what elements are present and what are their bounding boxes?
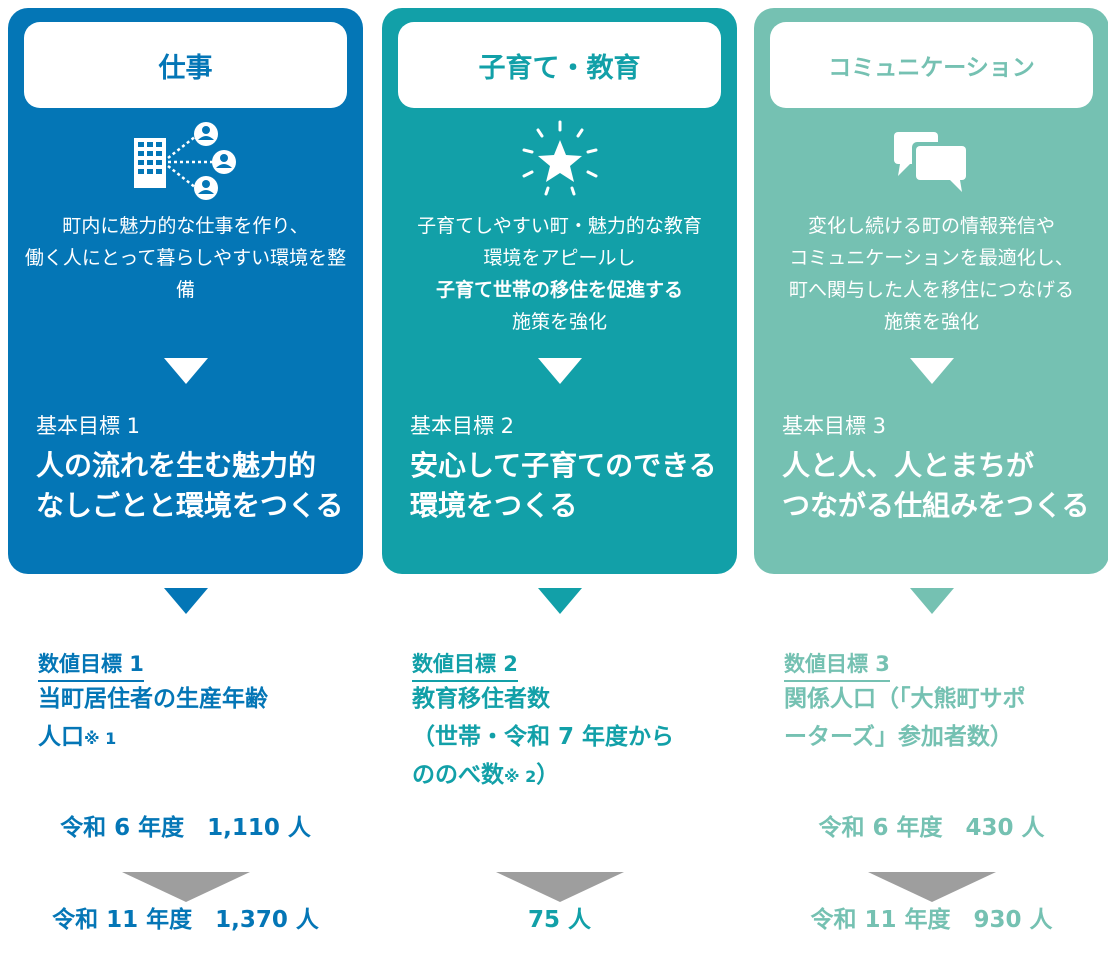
- category-description: 子育てしやすい町・魅力的な教育 環境をアピールし 子育て世帯の移住を促進する 施…: [390, 210, 729, 338]
- basic-goal-label: 基本目標 1: [36, 414, 141, 438]
- goal-title-line: 人と人、人とまちが: [782, 449, 1035, 482]
- basic-goal-label: 基本目標 2: [410, 414, 515, 438]
- basic-goal-label: 基本目標 3: [782, 414, 887, 438]
- numeric-goal-title: 教育移住者数 （世帯・令和 7 年度から ののべ数※ 2）: [412, 680, 732, 796]
- footnote-mark: ※ 2: [504, 767, 537, 786]
- description-line: 変化し続ける町の情報発信や: [807, 215, 1055, 237]
- basic-goal-title: 人と人、人とまちが つながる仕組みをつくる: [782, 446, 1102, 526]
- numeric-title-line: 関係人口（「大熊町サポ: [784, 686, 1026, 712]
- goal-title-line: なしごとと環境をつくる: [36, 489, 344, 522]
- description-line: 環境をアピールし: [483, 247, 636, 269]
- current-value: 令和 6 年度 1,110 人: [60, 815, 311, 841]
- down-arrow-icon: [496, 872, 624, 902]
- description-line: 町内に魅力的な仕事を作り、: [62, 215, 309, 237]
- description-line: コミュニケーションを最適化し、: [789, 247, 1074, 269]
- category-card: コミュニケーション 変化し続ける町の情報発信や コミュニケーションを最適化し、 …: [754, 8, 1108, 574]
- down-arrow-icon: [164, 358, 208, 384]
- target-value: 令和 11 年度 1,370 人: [52, 907, 319, 933]
- down-arrow-icon: [910, 358, 954, 384]
- building-network-icon: [8, 120, 363, 202]
- description-line: 備: [175, 279, 195, 301]
- category-description: 変化し続ける町の情報発信や コミュニケーションを最適化し、 町へ関与した人を移住…: [762, 210, 1101, 338]
- category-tab: 仕事: [24, 22, 347, 108]
- target-value: 75 人: [527, 907, 591, 933]
- numeric-goal-label: 数値目標 2: [412, 648, 518, 682]
- numeric-goal-label: 数値目標 1: [38, 648, 144, 682]
- sparkle-star-icon: [382, 120, 737, 202]
- down-arrow-icon: [164, 588, 208, 614]
- goal-title-line: 環境をつくる: [410, 489, 578, 522]
- down-arrow-icon: [910, 588, 954, 614]
- down-arrow-icon: [868, 872, 996, 902]
- description-line: 施策を強化: [511, 311, 607, 333]
- numeric-title-line: 人口: [38, 724, 84, 750]
- numeric-title-line: 当町居住者の生産年齢: [38, 686, 268, 712]
- basic-goal-title: 人の流れを生む魅力的 なしごとと環境をつくる: [36, 446, 356, 526]
- numeric-title-line: ーターズ」参加者数）: [784, 724, 1013, 750]
- description-line: 子育てしやすい町・魅力的な教育: [417, 215, 702, 237]
- category-card: 子育て・教育 子育てしやすい町・魅力的: [382, 8, 737, 574]
- basic-goal-title: 安心して子育てのできる 環境をつくる: [410, 446, 730, 526]
- numeric-goal-title: 当町居住者の生産年齢 人口※ 1: [38, 680, 358, 758]
- numeric-title-line: 教育移住者数: [412, 686, 550, 712]
- numeric-goal-label: 数値目標 3: [784, 648, 890, 682]
- closing-paren: ）: [536, 762, 560, 788]
- down-arrow-icon: [122, 872, 250, 902]
- category-description: 町内に魅力的な仕事を作り、 働く人にとって暮らしやすい環境を整 備: [16, 210, 355, 306]
- description-line: 町へ関与した人を移住につなげる: [788, 279, 1074, 301]
- chat-bubbles-icon: [754, 120, 1108, 202]
- goal-title-line: つながる仕組みをつくる: [782, 489, 1090, 522]
- target-value: 令和 11 年度 930 人: [810, 907, 1053, 933]
- numeric-goal-title: 関係人口（「大熊町サポ ーターズ」参加者数）: [784, 680, 1104, 756]
- numeric-title-line: （世帯・令和 7 年度から: [412, 724, 675, 750]
- footnote-mark: ※ 1: [84, 729, 117, 748]
- current-value: 令和 6 年度 430 人: [818, 815, 1045, 841]
- category-card: 仕事: [8, 8, 363, 574]
- goal-title-line: 人の流れを生む魅力的: [36, 449, 317, 482]
- down-arrow-icon: [538, 588, 582, 614]
- down-arrow-icon: [538, 358, 582, 384]
- description-line: 子育て世帯の移住を促進する: [435, 279, 683, 301]
- description-line: 施策を強化: [883, 311, 979, 333]
- category-tab: 子育て・教育: [398, 22, 721, 108]
- goal-title-line: 安心して子育てのできる: [410, 449, 717, 482]
- category-tab: コミュニケーション: [770, 22, 1093, 108]
- description-line: 働く人にとって暮らしやすい環境を整: [24, 247, 347, 269]
- numeric-title-line: ののべ数: [412, 762, 504, 788]
